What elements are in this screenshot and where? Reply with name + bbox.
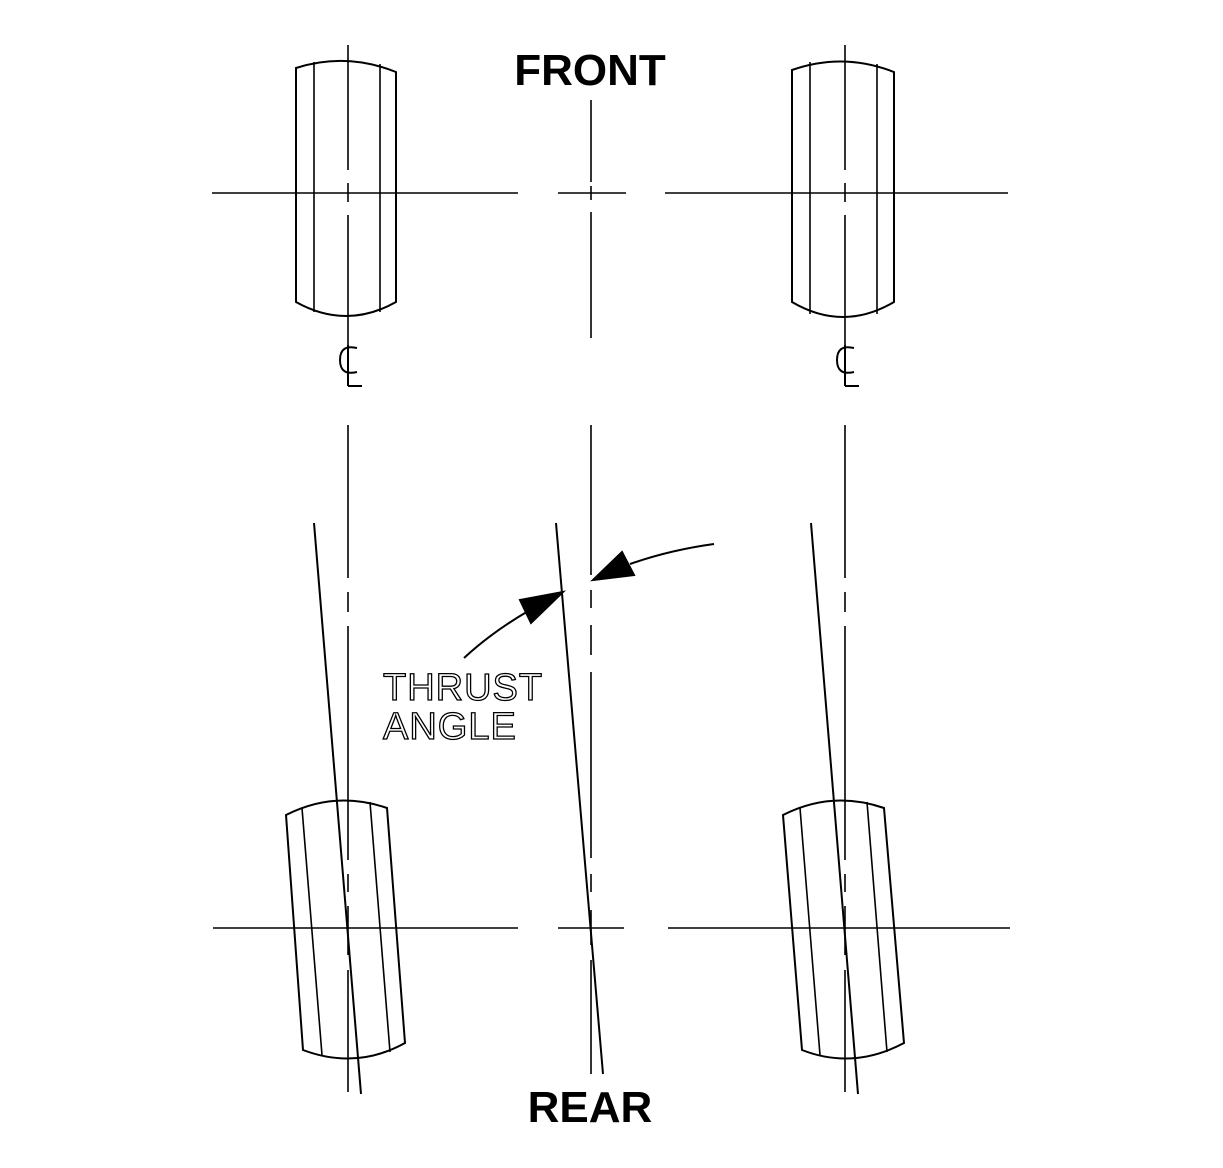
thrust-angle-label-line1: THRUST: [383, 667, 543, 709]
thrust-angle-label-line2: ANGLE: [383, 706, 517, 748]
front-label: FRONT: [514, 46, 666, 95]
thrust-angle-arrow-right: [590, 543, 715, 582]
left-rear-wheel: [284, 799, 407, 1060]
left-rear-wheel-thrust-line: [313, 522, 362, 1095]
thrust-line: [555, 522, 604, 1075]
right-rear-wheel: [781, 799, 906, 1060]
right-front-wheel: [791, 60, 895, 318]
centerline-symbol-left: [338, 345, 362, 387]
left-front-wheel: [295, 59, 397, 317]
centerline-symbol-right: [835, 345, 859, 387]
rear-label: REAR: [528, 1083, 653, 1132]
right-rear-wheel-thrust-line: [810, 522, 859, 1095]
thrust-angle-arrow-left: [463, 590, 567, 659]
